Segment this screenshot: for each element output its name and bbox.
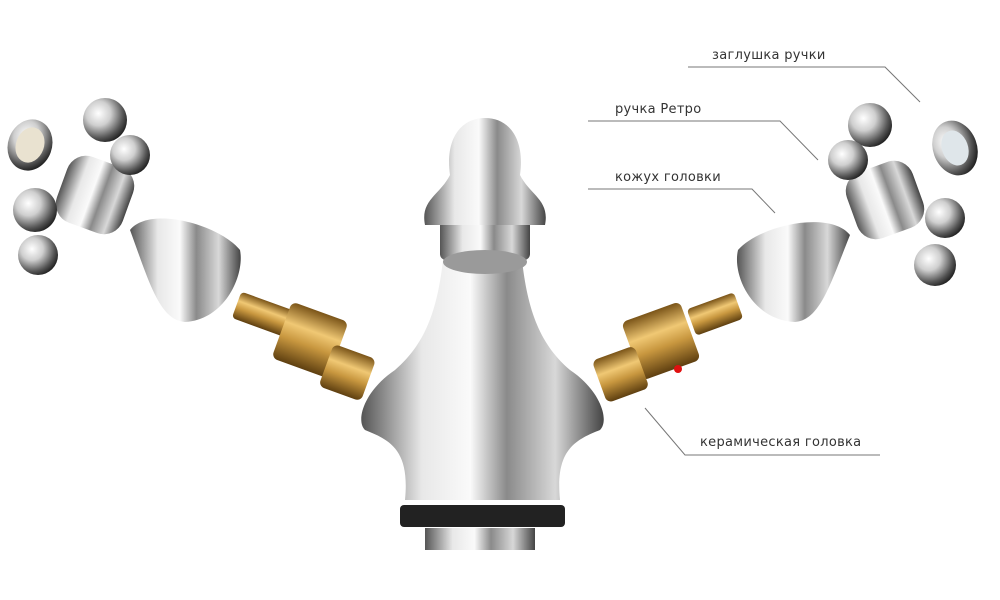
right-retro-handle <box>828 103 965 286</box>
left-head-cover <box>130 218 241 322</box>
right-ceramic-cartridge <box>593 293 743 402</box>
leader-line-head-cover <box>588 188 776 214</box>
red-marker-dot <box>674 365 682 373</box>
leader-line-ceramic-cartridge <box>644 407 880 456</box>
leader-line-retro-handle <box>588 120 819 161</box>
label-ceramic-cartridge: керамическая головка <box>700 435 862 450</box>
label-head-cover: кожух головки <box>615 170 721 185</box>
right-handle-cap <box>932 120 978 176</box>
label-handle-cap: заглушка ручки <box>712 48 826 63</box>
left-retro-handle <box>13 98 150 275</box>
right-head-cover <box>736 222 850 322</box>
left-handle-cap <box>7 119 53 171</box>
label-retro-handle: ручка Ретро <box>615 102 702 117</box>
leader-lines <box>588 66 921 456</box>
leader-line-handle-cap <box>688 66 921 103</box>
left-ceramic-cartridge <box>232 292 375 400</box>
faucet-body <box>361 118 604 550</box>
